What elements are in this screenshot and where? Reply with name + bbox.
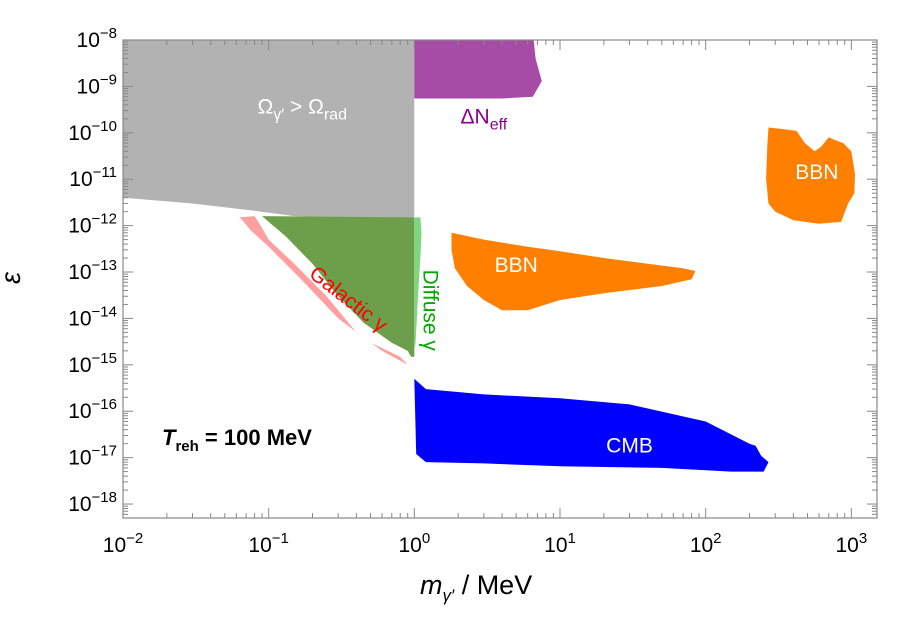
x-axis-unit: / MeV	[454, 570, 532, 600]
tick-exponent: −10	[92, 118, 117, 135]
tick-base: 10	[398, 534, 421, 557]
tick-exponent: −18	[92, 489, 117, 506]
tick-exponent: −11	[93, 164, 117, 181]
region-green	[262, 216, 415, 357]
tick-base: 10	[690, 534, 713, 557]
tick-base: 10	[68, 122, 91, 145]
region-diffuse	[407, 217, 422, 351]
tick-base: 10	[68, 400, 91, 423]
treh-symbol: T	[162, 425, 177, 450]
tick-base: 10	[68, 447, 91, 470]
x-tick-label: 10−1	[248, 530, 288, 557]
label-part: > Ω	[284, 96, 324, 119]
y-tick-label: 10−11	[69, 164, 117, 191]
tick-exponent: −16	[92, 396, 117, 413]
y-tick-label: 10−16	[68, 396, 117, 423]
minor-ticks	[122, 40, 877, 519]
y-tick-label: 10−12	[68, 211, 117, 238]
tick-base: 10	[77, 75, 100, 98]
tick-base: 10	[835, 534, 858, 557]
plot-frame	[122, 39, 878, 519]
label-bbn-mid: BBN	[495, 254, 538, 277]
y-tick-label: 10−18	[68, 489, 117, 516]
region-cmb	[414, 378, 769, 472]
tick-exponent: −8	[100, 25, 117, 42]
label-diffuse: Diffuse γ	[419, 270, 442, 352]
label-part: BBN	[495, 254, 538, 277]
treh-subscript: reh	[175, 438, 198, 455]
region-omega	[123, 40, 415, 219]
region-galactic	[239, 216, 408, 365]
tick-exponent: −15	[92, 350, 117, 367]
region-bbn2	[766, 127, 855, 224]
label-part: ΔN	[460, 105, 489, 128]
y-tick-label: 10−9	[77, 71, 117, 98]
region-bbn1	[451, 232, 696, 311]
x-tick-label: 102	[690, 530, 722, 557]
treh-value: = 100 MeV	[199, 425, 312, 450]
treh-annotation: Treh = 100 MeV	[162, 425, 312, 455]
y-tick-label: 10−17	[68, 443, 117, 470]
x-axis-subscript: γ′	[443, 586, 456, 605]
x-axis-symbol: m	[420, 570, 443, 600]
y-tick-label: 10−8	[77, 25, 117, 52]
region-dneff	[414, 40, 542, 99]
x-tick-label: 10−2	[103, 530, 143, 557]
tick-exponent: 1	[568, 530, 576, 547]
label-part: BBN	[795, 161, 838, 184]
label-part: eff	[490, 116, 508, 133]
tick-exponent: −9	[100, 71, 117, 88]
label-part: γ′	[273, 107, 284, 124]
tick-base: 10	[248, 534, 271, 557]
y-tick-label: 10−14	[68, 303, 117, 330]
tick-exponent: −1	[272, 530, 289, 547]
tick-base: 10	[69, 168, 92, 191]
y-tick-label: 10−15	[68, 350, 117, 377]
tick-exponent: −14	[92, 303, 117, 320]
exclusion-regions	[123, 40, 855, 472]
y-tick-label: 10−10	[68, 118, 117, 145]
tick-base: 10	[68, 354, 91, 377]
tick-exponent: −2	[126, 530, 143, 547]
x-tick-label: 101	[544, 530, 576, 557]
tick-base: 10	[103, 534, 126, 557]
label-cmb: CMB	[606, 434, 653, 457]
x-tick-label: 103	[835, 530, 867, 557]
label-omega: Ωγ′ > Ωrad	[258, 96, 347, 124]
tick-base: 10	[68, 307, 91, 330]
y-axis-label: ε	[0, 271, 26, 284]
tick-base: 10	[68, 215, 91, 238]
label-part: Diffuse γ	[419, 270, 442, 352]
tick-exponent: −17	[92, 443, 117, 460]
x-tick-label: 100	[398, 530, 430, 557]
tick-exponent: 3	[859, 530, 867, 547]
tick-base: 10	[68, 261, 91, 284]
y-tick-label: 10−13	[68, 257, 117, 284]
tick-base: 10	[68, 493, 91, 516]
tick-exponent: 2	[713, 530, 721, 547]
tick-exponent: 0	[422, 530, 430, 547]
tick-exponent: −13	[92, 257, 117, 274]
y-tick-labels: 10−810−910−1010−1110−1210−1310−1410−1510…	[68, 25, 117, 516]
tick-base: 10	[77, 29, 100, 52]
label-dneff: ΔNeff	[460, 105, 507, 133]
label-part: Ω	[258, 96, 274, 119]
tick-base: 10	[544, 534, 567, 557]
label-part: rad	[324, 107, 347, 124]
label-bbn-right: BBN	[795, 161, 838, 184]
label-part: CMB	[606, 434, 653, 457]
tick-exponent: −12	[92, 211, 117, 228]
x-axis-label: mγ′ / MeV	[420, 570, 532, 605]
